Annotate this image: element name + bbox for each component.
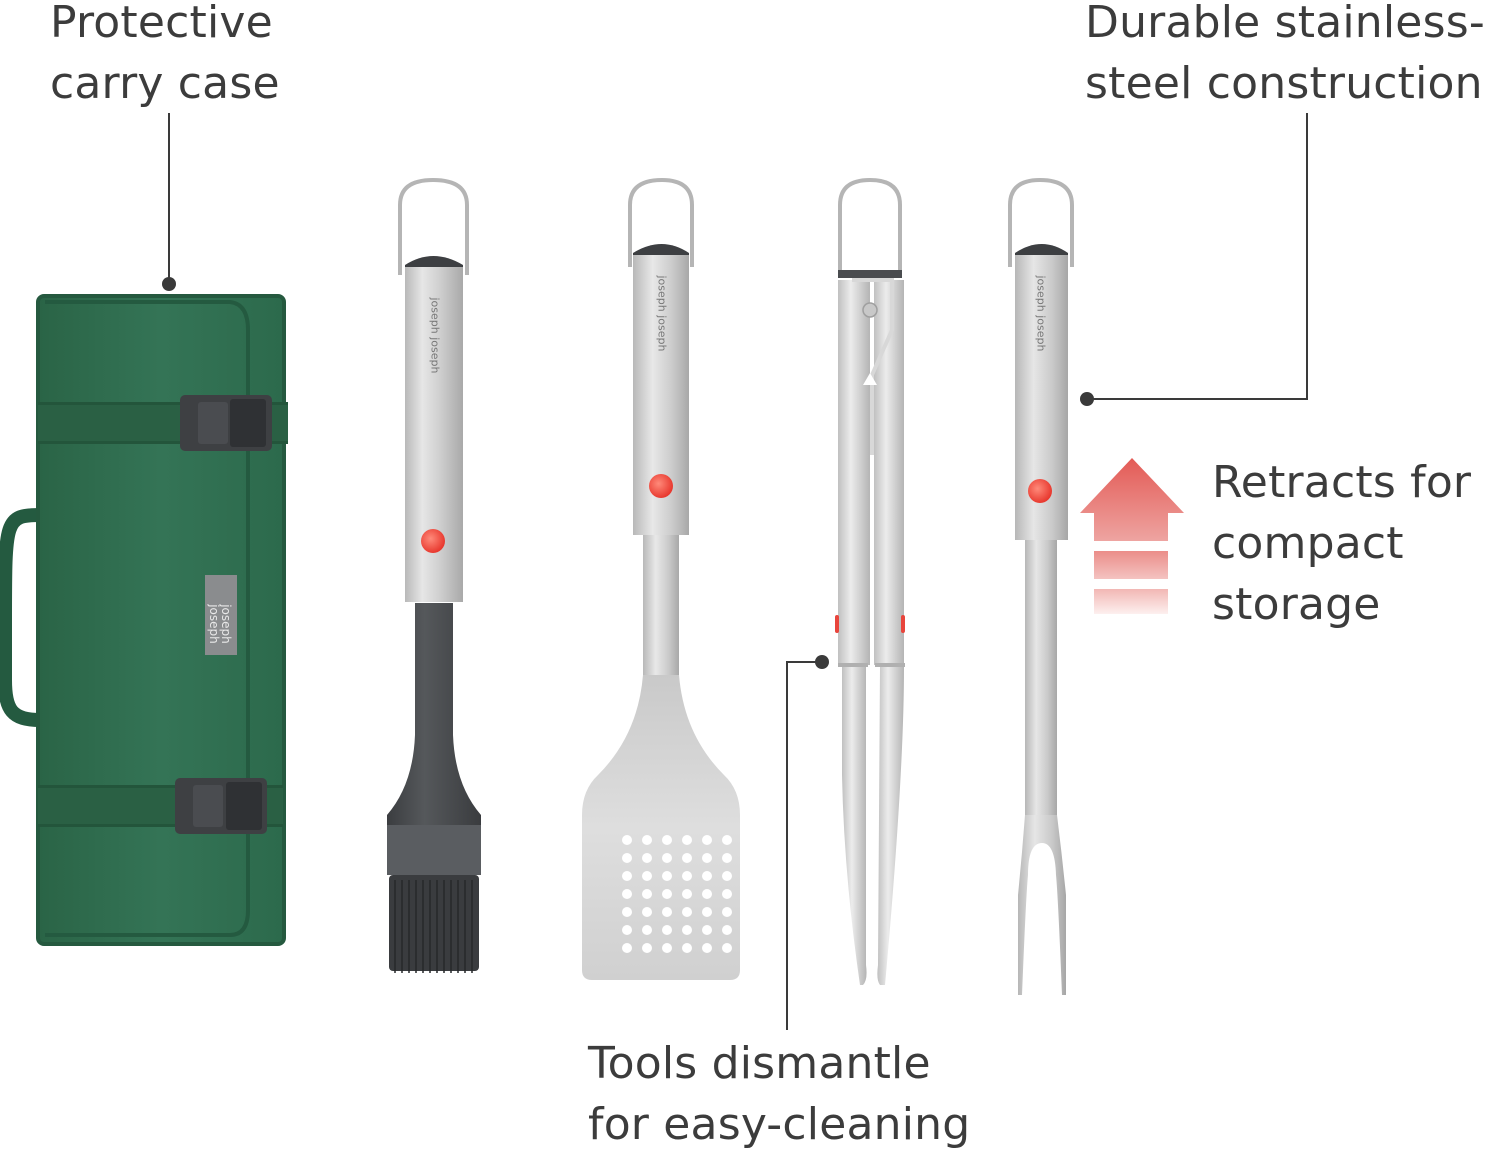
carry-case-brand-tag: joseph joseph [207, 604, 233, 644]
callout-carry-case-line2: carry case [50, 58, 280, 109]
callout-stainless-line1: Durable stainless- [1085, 0, 1485, 48]
basting-brush-image [387, 177, 481, 973]
spatula-image [582, 177, 740, 980]
fork-brand: joseph joseph [1034, 275, 1048, 352]
callout-stainless-steel: Durable stainless- steel construction [1085, 0, 1485, 114]
callout-retracts-line1: Retracts for [1212, 457, 1472, 508]
leader-dot-carry-case [162, 277, 176, 291]
callout-dismantle: Tools dismantle for easy-cleaning [588, 1033, 970, 1155]
carry-case-image [0, 294, 288, 946]
leader-line-dismantle-vertical [786, 661, 788, 1030]
callout-carry-case: Protective carry case [50, 0, 280, 114]
callout-retracts-line2: compact [1212, 518, 1404, 569]
callout-retracts-line3: storage [1212, 579, 1381, 630]
spatula-brand: joseph joseph [655, 275, 669, 352]
callout-dismantle-line2: for easy-cleaning [588, 1099, 971, 1150]
callout-dismantle-line1: Tools dismantle [588, 1038, 931, 1089]
leader-dot-stainless [1080, 392, 1094, 406]
leader-line-stainless-horizontal [1087, 398, 1308, 400]
basting-brush-brand: joseph joseph [428, 297, 442, 374]
callout-retracts: Retracts for compact storage [1212, 452, 1471, 635]
tongs-image [835, 177, 905, 985]
leader-line-stainless-vertical [1306, 113, 1308, 400]
fork-image [1008, 177, 1074, 995]
leader-line-dismantle-horizontal [786, 661, 822, 663]
callout-carry-case-line1: Protective [50, 0, 273, 48]
leader-line-carry-case [168, 113, 170, 283]
retract-arrow-icon [1080, 458, 1184, 614]
callout-stainless-line2: steel construction [1085, 58, 1483, 109]
leader-dot-dismantle [815, 655, 829, 669]
